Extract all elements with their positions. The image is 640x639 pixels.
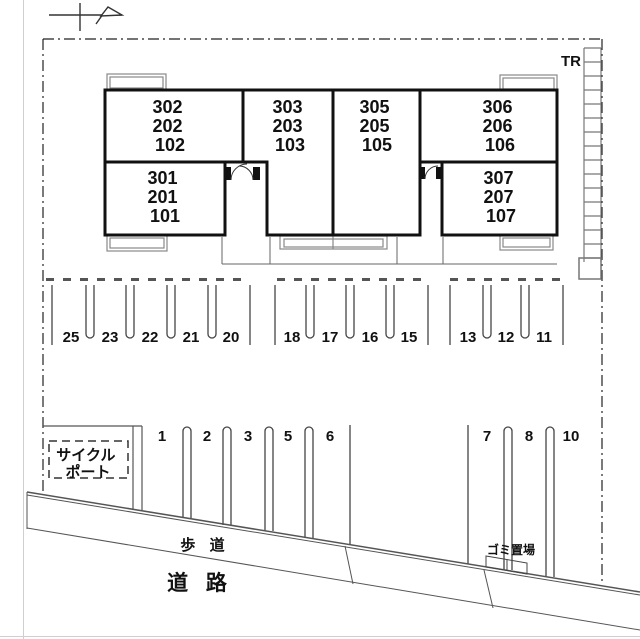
door-jamb-icon <box>253 167 260 180</box>
unit-306-label: 306 206 106 <box>482 97 517 155</box>
stall-number: 15 <box>401 329 418 346</box>
stall-number: 23 <box>102 329 119 346</box>
stall-number: 21 <box>183 329 200 346</box>
unit-labels: 302 202 102 303 203 103 305 205 105 306 … <box>147 97 518 226</box>
entrance-walkways <box>221 237 557 265</box>
door-jamb-icon <box>224 167 231 180</box>
stall-number: 2 <box>203 428 211 445</box>
cycle-port-label: サイクル ポート <box>56 447 119 481</box>
entrance-doors <box>224 163 442 181</box>
site-boundary <box>42 38 603 584</box>
unit-307 <box>440 160 559 237</box>
sidewalk-label: 歩 道 <box>180 536 229 554</box>
north-arrow-icon <box>49 3 125 31</box>
unit-305 <box>331 88 422 237</box>
unit-303-label: 303 203 103 <box>272 97 307 155</box>
garbage-area-box <box>485 555 528 575</box>
sidewalk-road-lines <box>26 491 640 631</box>
door-arc-icon <box>238 165 254 181</box>
stall-number: 8 <box>525 428 533 445</box>
stall-number: 22 <box>142 329 159 346</box>
road-label: 道 路 <box>167 571 233 595</box>
unit-302-label: 302 202 102 <box>152 97 187 155</box>
unit-301-label: 301 201 101 <box>147 168 182 226</box>
stall-number: 25 <box>63 329 80 346</box>
upper-parking-numbers: 25 23 22 21 20 18 17 16 15 13 12 11 <box>63 329 552 346</box>
door-jamb-icon <box>419 167 425 179</box>
tr-label: TR <box>561 53 581 70</box>
stall-number: 11 <box>536 329 552 346</box>
building-outline <box>103 88 559 237</box>
stall-number: 5 <box>284 428 292 445</box>
stall-number: 3 <box>244 428 252 445</box>
stall-number: 1 <box>158 428 166 445</box>
unit-301 <box>103 160 227 237</box>
unit-305-label: 305 205 105 <box>359 97 394 155</box>
unit-306 <box>418 88 559 164</box>
stall-number: 16 <box>362 329 379 346</box>
stall-number: 12 <box>498 329 515 346</box>
stall-number: 10 <box>563 428 580 445</box>
stall-number: 7 <box>483 428 491 445</box>
stall-number: 20 <box>223 329 240 346</box>
unit-302 <box>103 88 247 164</box>
cycle-port-box <box>43 425 143 511</box>
door-jamb-icon <box>436 167 442 179</box>
lower-parking-dividers <box>182 425 555 577</box>
garbage-area-label: ゴミ置場 <box>487 542 535 557</box>
upper-parking-dividers <box>51 285 564 345</box>
lower-parking-numbers: 1 2 3 5 6 7 8 10 <box>158 428 580 445</box>
unit-307-label: 307 207 107 <box>483 168 518 226</box>
stall-number: 17 <box>322 329 339 346</box>
stall-number: 18 <box>284 329 301 346</box>
trunk-room-ladder <box>578 47 602 280</box>
door-arc-icon <box>230 163 248 181</box>
stall-number: 6 <box>326 428 334 445</box>
stall-number: 13 <box>460 329 477 346</box>
door-arc-icon <box>424 165 439 180</box>
